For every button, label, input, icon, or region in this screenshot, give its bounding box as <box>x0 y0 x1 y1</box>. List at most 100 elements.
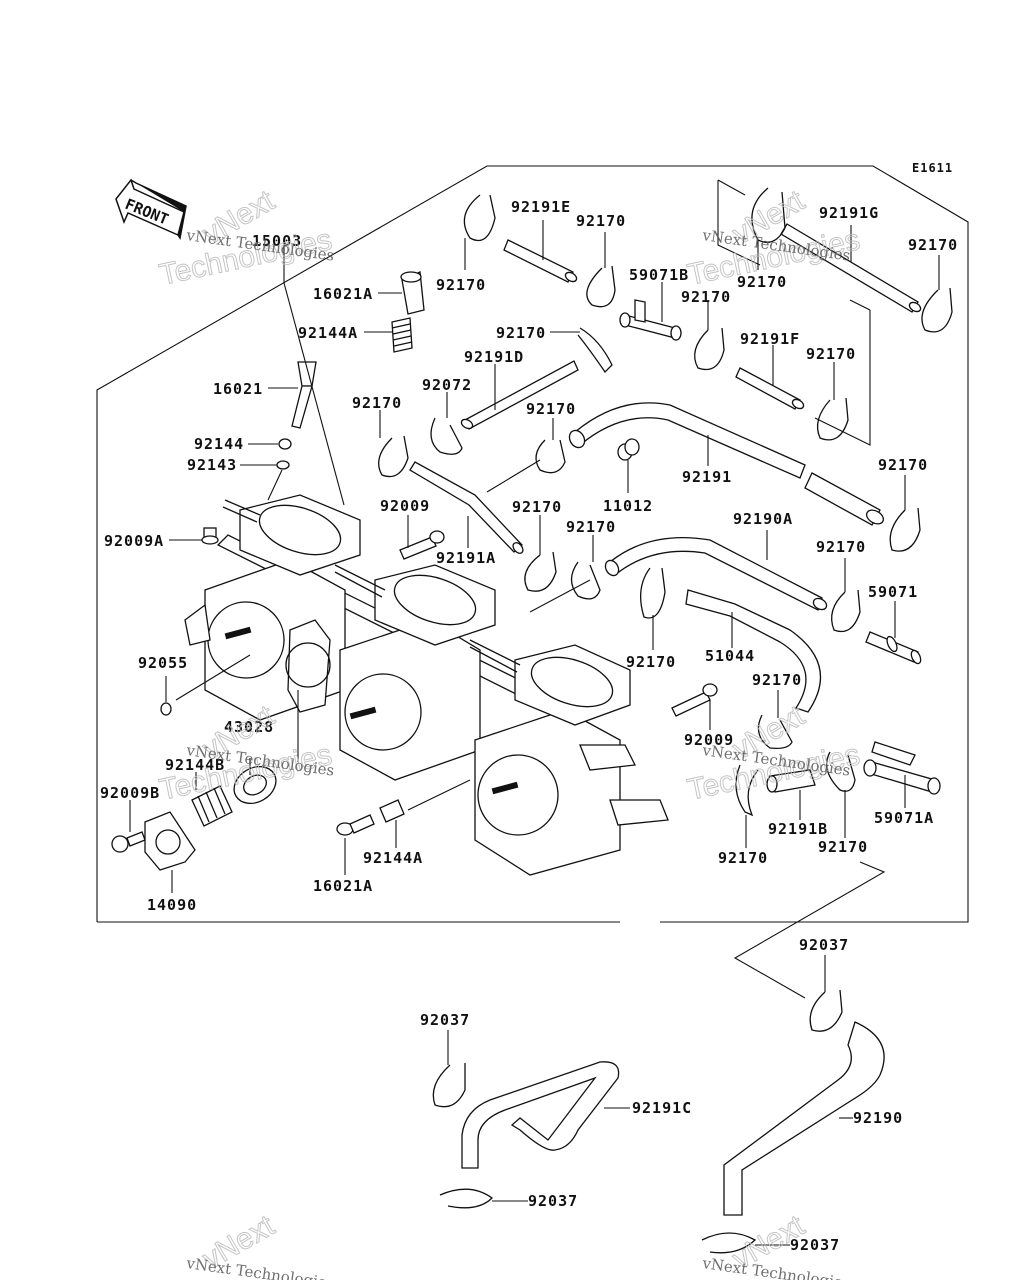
label-92191E[interactable]: 92191E <box>511 198 571 216</box>
label-14090[interactable]: 14090 <box>147 896 197 914</box>
label-92037-d[interactable]: 92037 <box>790 1236 840 1254</box>
part-43028-diaphragm <box>233 765 277 805</box>
part-16021A-screw-bottom <box>336 814 375 836</box>
hose-92191F <box>735 367 805 410</box>
svg-text:vNext Technologies: vNext Technologies <box>700 1254 851 1280</box>
clamp-92170-p <box>735 764 759 817</box>
label-92170-m[interactable]: 92170 <box>816 538 866 556</box>
part-92055-o-ring <box>160 702 172 716</box>
part-92009-bolt <box>399 530 445 560</box>
label-51044[interactable]: 51044 <box>705 647 755 665</box>
label-92009B[interactable]: 92009B <box>100 784 160 802</box>
clamp-92170-q <box>826 751 856 792</box>
clamp-92037-d <box>701 1232 757 1254</box>
label-92144[interactable]: 92144 <box>194 435 244 453</box>
label-16021[interactable]: 16021 <box>213 380 263 398</box>
label-59071B[interactable]: 59071B <box>629 266 689 284</box>
clamp-92170-n <box>639 567 666 619</box>
label-92170-i[interactable]: 92170 <box>806 345 856 363</box>
part-92009A-screw <box>201 527 219 545</box>
clamp-92037-a <box>809 989 843 1032</box>
label-92037-b[interactable]: 92037 <box>420 1011 470 1029</box>
hose-92190 <box>723 1021 885 1216</box>
label-43028[interactable]: 43028 <box>224 718 274 736</box>
label-59071[interactable]: 59071 <box>868 583 918 601</box>
clamp-92170-i <box>816 397 849 441</box>
label-92191[interactable]: 92191 <box>682 468 732 486</box>
label-92170-h[interactable]: 92170 <box>526 400 576 418</box>
watermarks: Technologies vNext vNext Technologies Te… <box>156 183 863 1280</box>
part-92144-spring <box>278 438 292 450</box>
hose-92191C <box>461 1061 620 1169</box>
label-92191B[interactable]: 92191B <box>768 820 828 838</box>
label-92190A[interactable]: 92190A <box>733 510 793 528</box>
label-92170-a[interactable]: 92170 <box>436 276 486 294</box>
label-92009A[interactable]: 92009A <box>104 532 164 550</box>
label-15003[interactable]: 15003 <box>252 232 302 250</box>
part-92009B-screw <box>111 831 146 853</box>
clamp-92037-c <box>439 1188 493 1209</box>
clamp-92170-m <box>831 589 861 633</box>
label-92144B[interactable]: 92144B <box>165 756 225 774</box>
part-92143-washer <box>276 460 290 470</box>
label-92170-j[interactable]: 92170 <box>878 456 928 474</box>
label-92170-p[interactable]: 92170 <box>718 849 768 867</box>
label-92170-q[interactable]: 92170 <box>818 838 868 856</box>
label-92170-g[interactable]: 92170 <box>681 288 731 306</box>
fitting-59071A-tee <box>863 741 941 795</box>
label-92009[interactable]: 92009 <box>380 497 430 515</box>
label-92170-f[interactable]: 92170 <box>352 394 402 412</box>
label-92191D[interactable]: 92191D <box>464 348 524 366</box>
hose-92191B <box>766 769 816 793</box>
label-92170-l[interactable]: 92170 <box>566 518 616 536</box>
leader-lines <box>129 179 940 1246</box>
clamp-92170-l <box>570 561 601 600</box>
front-arrow-icon: FRONT <box>115 178 187 240</box>
part-16021-pilot-screw <box>291 361 317 429</box>
watermark-bottom-left: vNext vNext Technologies <box>184 1208 335 1280</box>
fitting-59071B-tee <box>619 299 682 341</box>
label-92144A-top[interactable]: 92144A <box>298 324 358 342</box>
label-92009-right[interactable]: 92009 <box>684 731 734 749</box>
label-92143[interactable]: 92143 <box>187 456 237 474</box>
clamp-92170-b <box>586 265 616 308</box>
clamp-92170-j <box>889 507 921 552</box>
label-92170-k[interactable]: 92170 <box>512 498 562 516</box>
clamp-92170-h <box>535 439 566 474</box>
label-92170-n[interactable]: 92170 <box>626 653 676 671</box>
clamp-92170-f <box>378 435 409 478</box>
watermark-top-left: Technologies vNext vNext Technologies <box>156 183 335 292</box>
label-59071A[interactable]: 59071A <box>874 809 934 827</box>
part-labels: 15003 16021A 92144A 16021 92144 92143 92… <box>100 198 958 1254</box>
label-92037-a[interactable]: 92037 <box>799 936 849 954</box>
clamp-92170-g <box>694 327 725 371</box>
label-92191F[interactable]: 92191F <box>740 330 800 348</box>
label-92144A-bottom[interactable]: 92144A <box>363 849 423 867</box>
hose-92191D <box>460 360 579 430</box>
clamp-92072 <box>430 417 463 455</box>
clamp-92170-e <box>577 327 613 374</box>
label-16021A-bottom[interactable]: 16021A <box>313 877 373 895</box>
label-92170-d[interactable]: 92170 <box>908 236 958 254</box>
label-92170-b[interactable]: 92170 <box>576 212 626 230</box>
label-92170-c[interactable]: 92170 <box>737 273 787 291</box>
hose-92191A <box>409 461 524 554</box>
hose-92191 <box>568 402 885 526</box>
label-92170-e[interactable]: 92170 <box>496 324 546 342</box>
label-92072[interactable]: 92072 <box>422 376 472 394</box>
clamp-92170-k <box>524 551 557 592</box>
label-92191G[interactable]: 92191G <box>819 204 879 222</box>
label-92037-c[interactable]: 92037 <box>528 1192 578 1210</box>
part-92144A-spring-bottom <box>379 799 405 823</box>
label-11012[interactable]: 11012 <box>603 497 653 515</box>
label-16021A-top[interactable]: 16021A <box>313 285 373 303</box>
label-92190[interactable]: 92190 <box>853 1109 903 1127</box>
assembly-frame <box>96 165 969 923</box>
label-92191C[interactable]: 92191C <box>632 1099 692 1117</box>
svg-text:vNext Technologies: vNext Technologies <box>184 1254 335 1280</box>
clamp-92170-a <box>463 194 496 242</box>
label-92055[interactable]: 92055 <box>138 654 188 672</box>
label-92191A[interactable]: 92191A <box>436 549 496 567</box>
part-14090-cap <box>144 811 196 871</box>
label-92170-o[interactable]: 92170 <box>752 671 802 689</box>
